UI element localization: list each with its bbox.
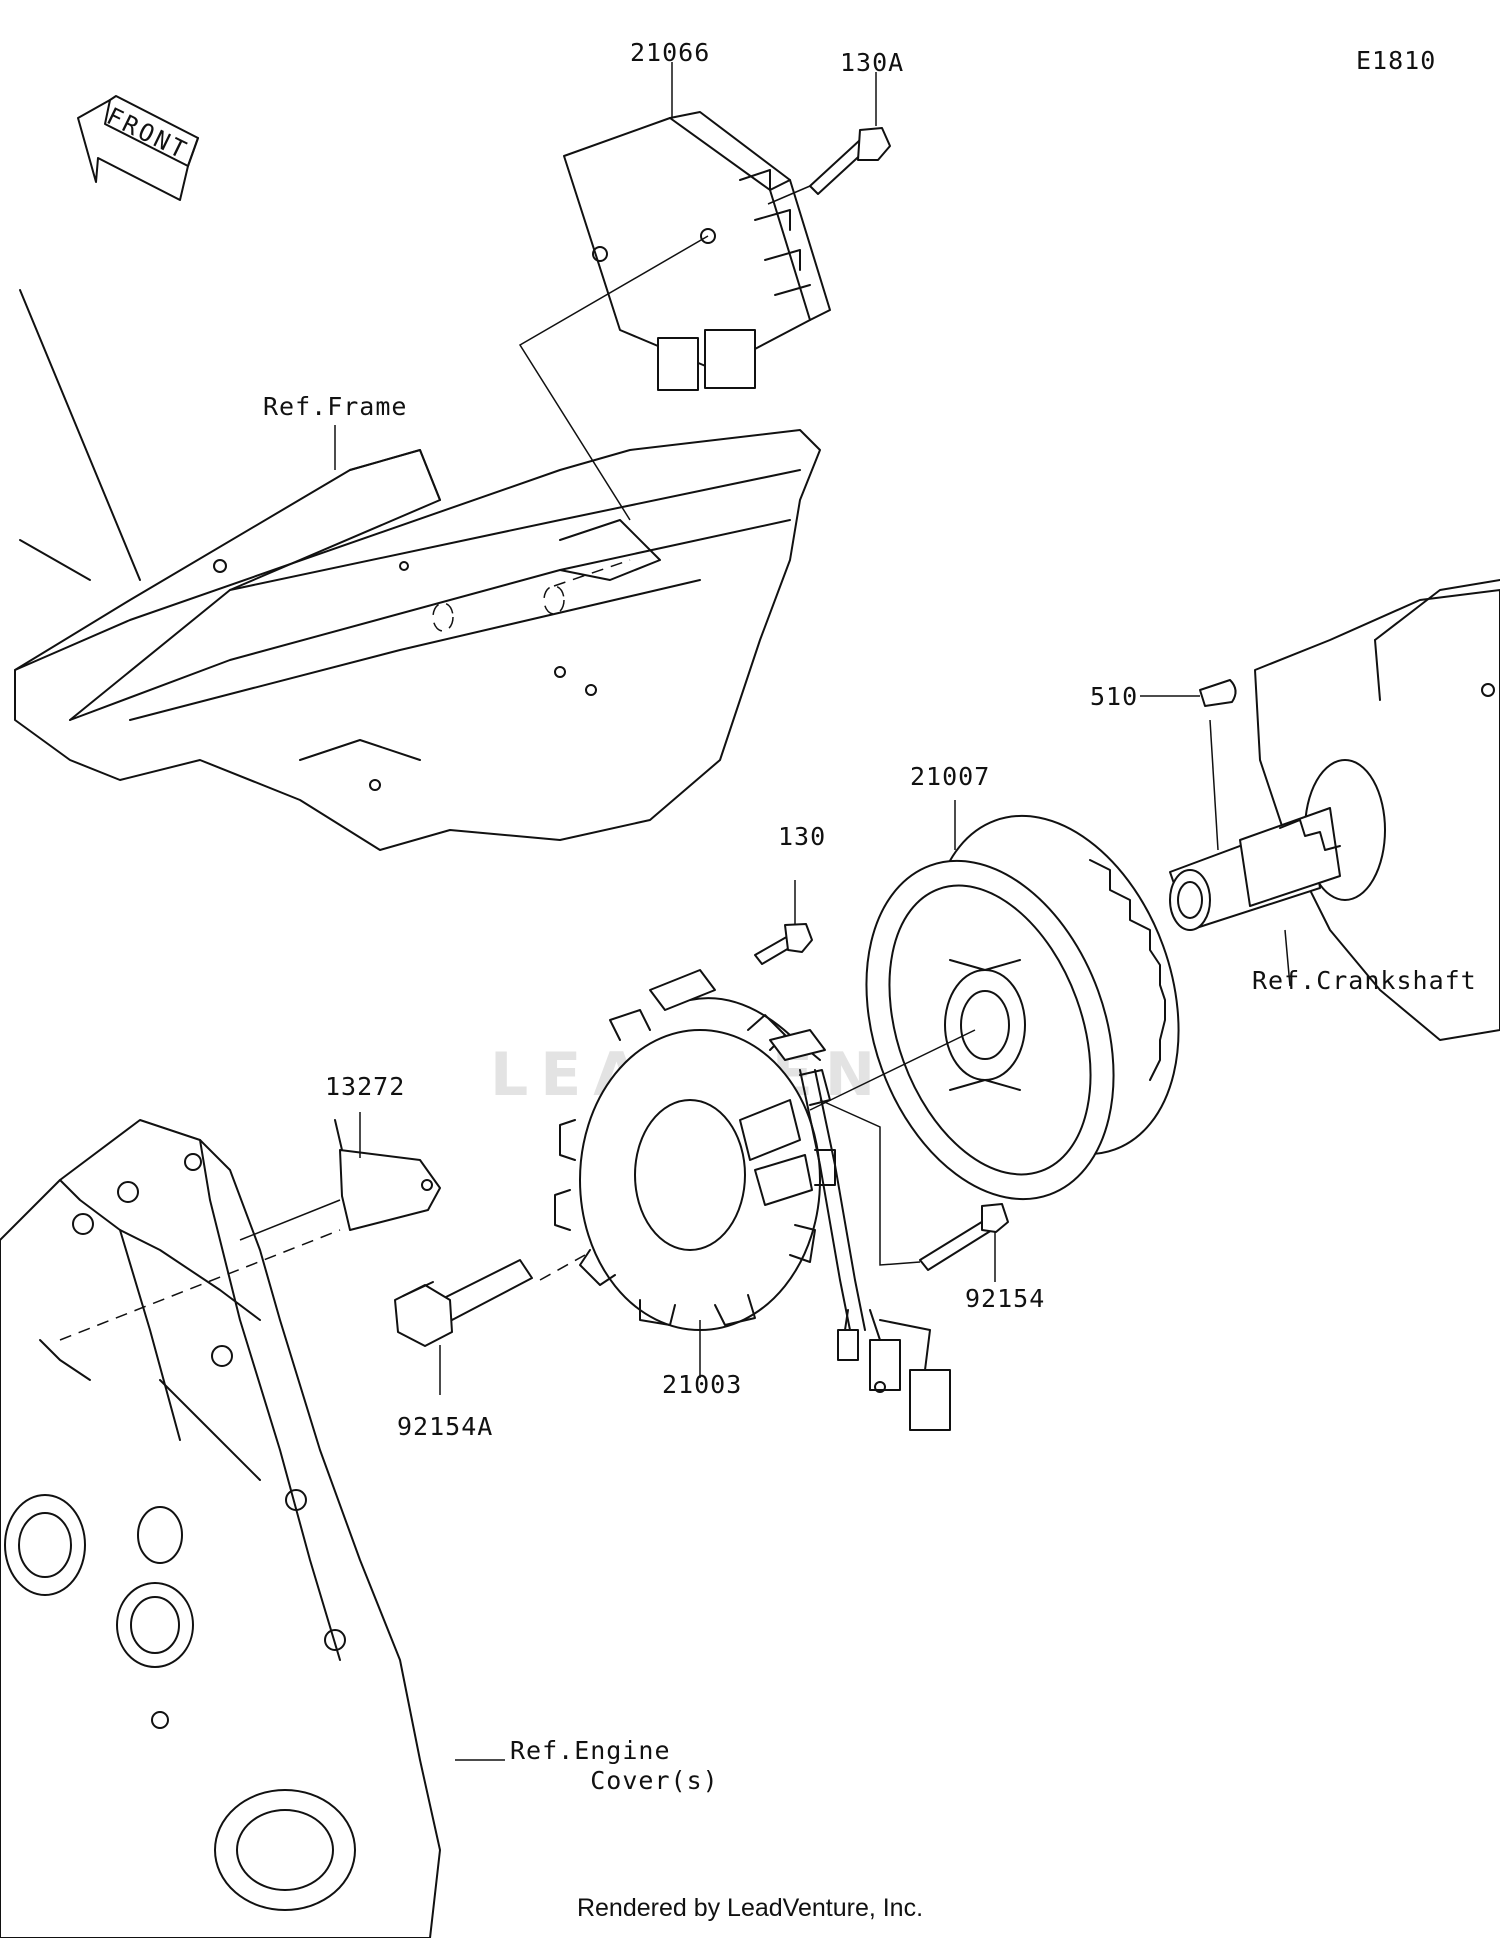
wiring-harness-drawing [649, 969, 951, 1431]
bolt-130a-drawing [809, 127, 891, 195]
crankshaft-drawing [1169, 579, 1500, 1041]
bolt-92154-drawing [919, 1203, 1009, 1271]
bolt-130-drawing [754, 923, 813, 965]
front-arrow-icon: FRONT [77, 95, 199, 201]
ref-frame-label: Ref.Frame [263, 392, 408, 421]
plate-13272-drawing [334, 1119, 441, 1231]
callout-92154a[interactable]: 92154A [397, 1412, 494, 1441]
callout-21003[interactable]: 21003 [662, 1370, 743, 1399]
ref-engine-cover-label: Ref.Engine Cover(s) [510, 1736, 719, 1795]
ref-crankshaft-label: Ref.Crankshaft [1252, 966, 1477, 995]
callout-21066[interactable]: 21066 [630, 38, 711, 67]
callout-130[interactable]: 130 [778, 822, 827, 851]
callout-13272[interactable]: 13272 [325, 1072, 406, 1101]
callout-92154[interactable]: 92154 [965, 1284, 1046, 1313]
diagram-id-label: E1810 [1356, 46, 1437, 75]
bolt-92154a-drawing [394, 1259, 533, 1347]
footer-credit: Rendered by LeadVenture, Inc. [576, 1894, 924, 1922]
engine-cover-drawing [0, 1119, 441, 1938]
callout-21007[interactable]: 21007 [910, 762, 991, 791]
frame-drawing [14, 289, 821, 851]
stator-coil-drawing [554, 1009, 836, 1331]
flywheel-rotor-drawing [865, 814, 1180, 1201]
regulator-rectifier-drawing [563, 111, 831, 391]
callout-510[interactable]: 510 [1090, 682, 1139, 711]
callout-130a[interactable]: 130A [840, 48, 905, 77]
woodruff-key-510-drawing [1199, 679, 1237, 707]
